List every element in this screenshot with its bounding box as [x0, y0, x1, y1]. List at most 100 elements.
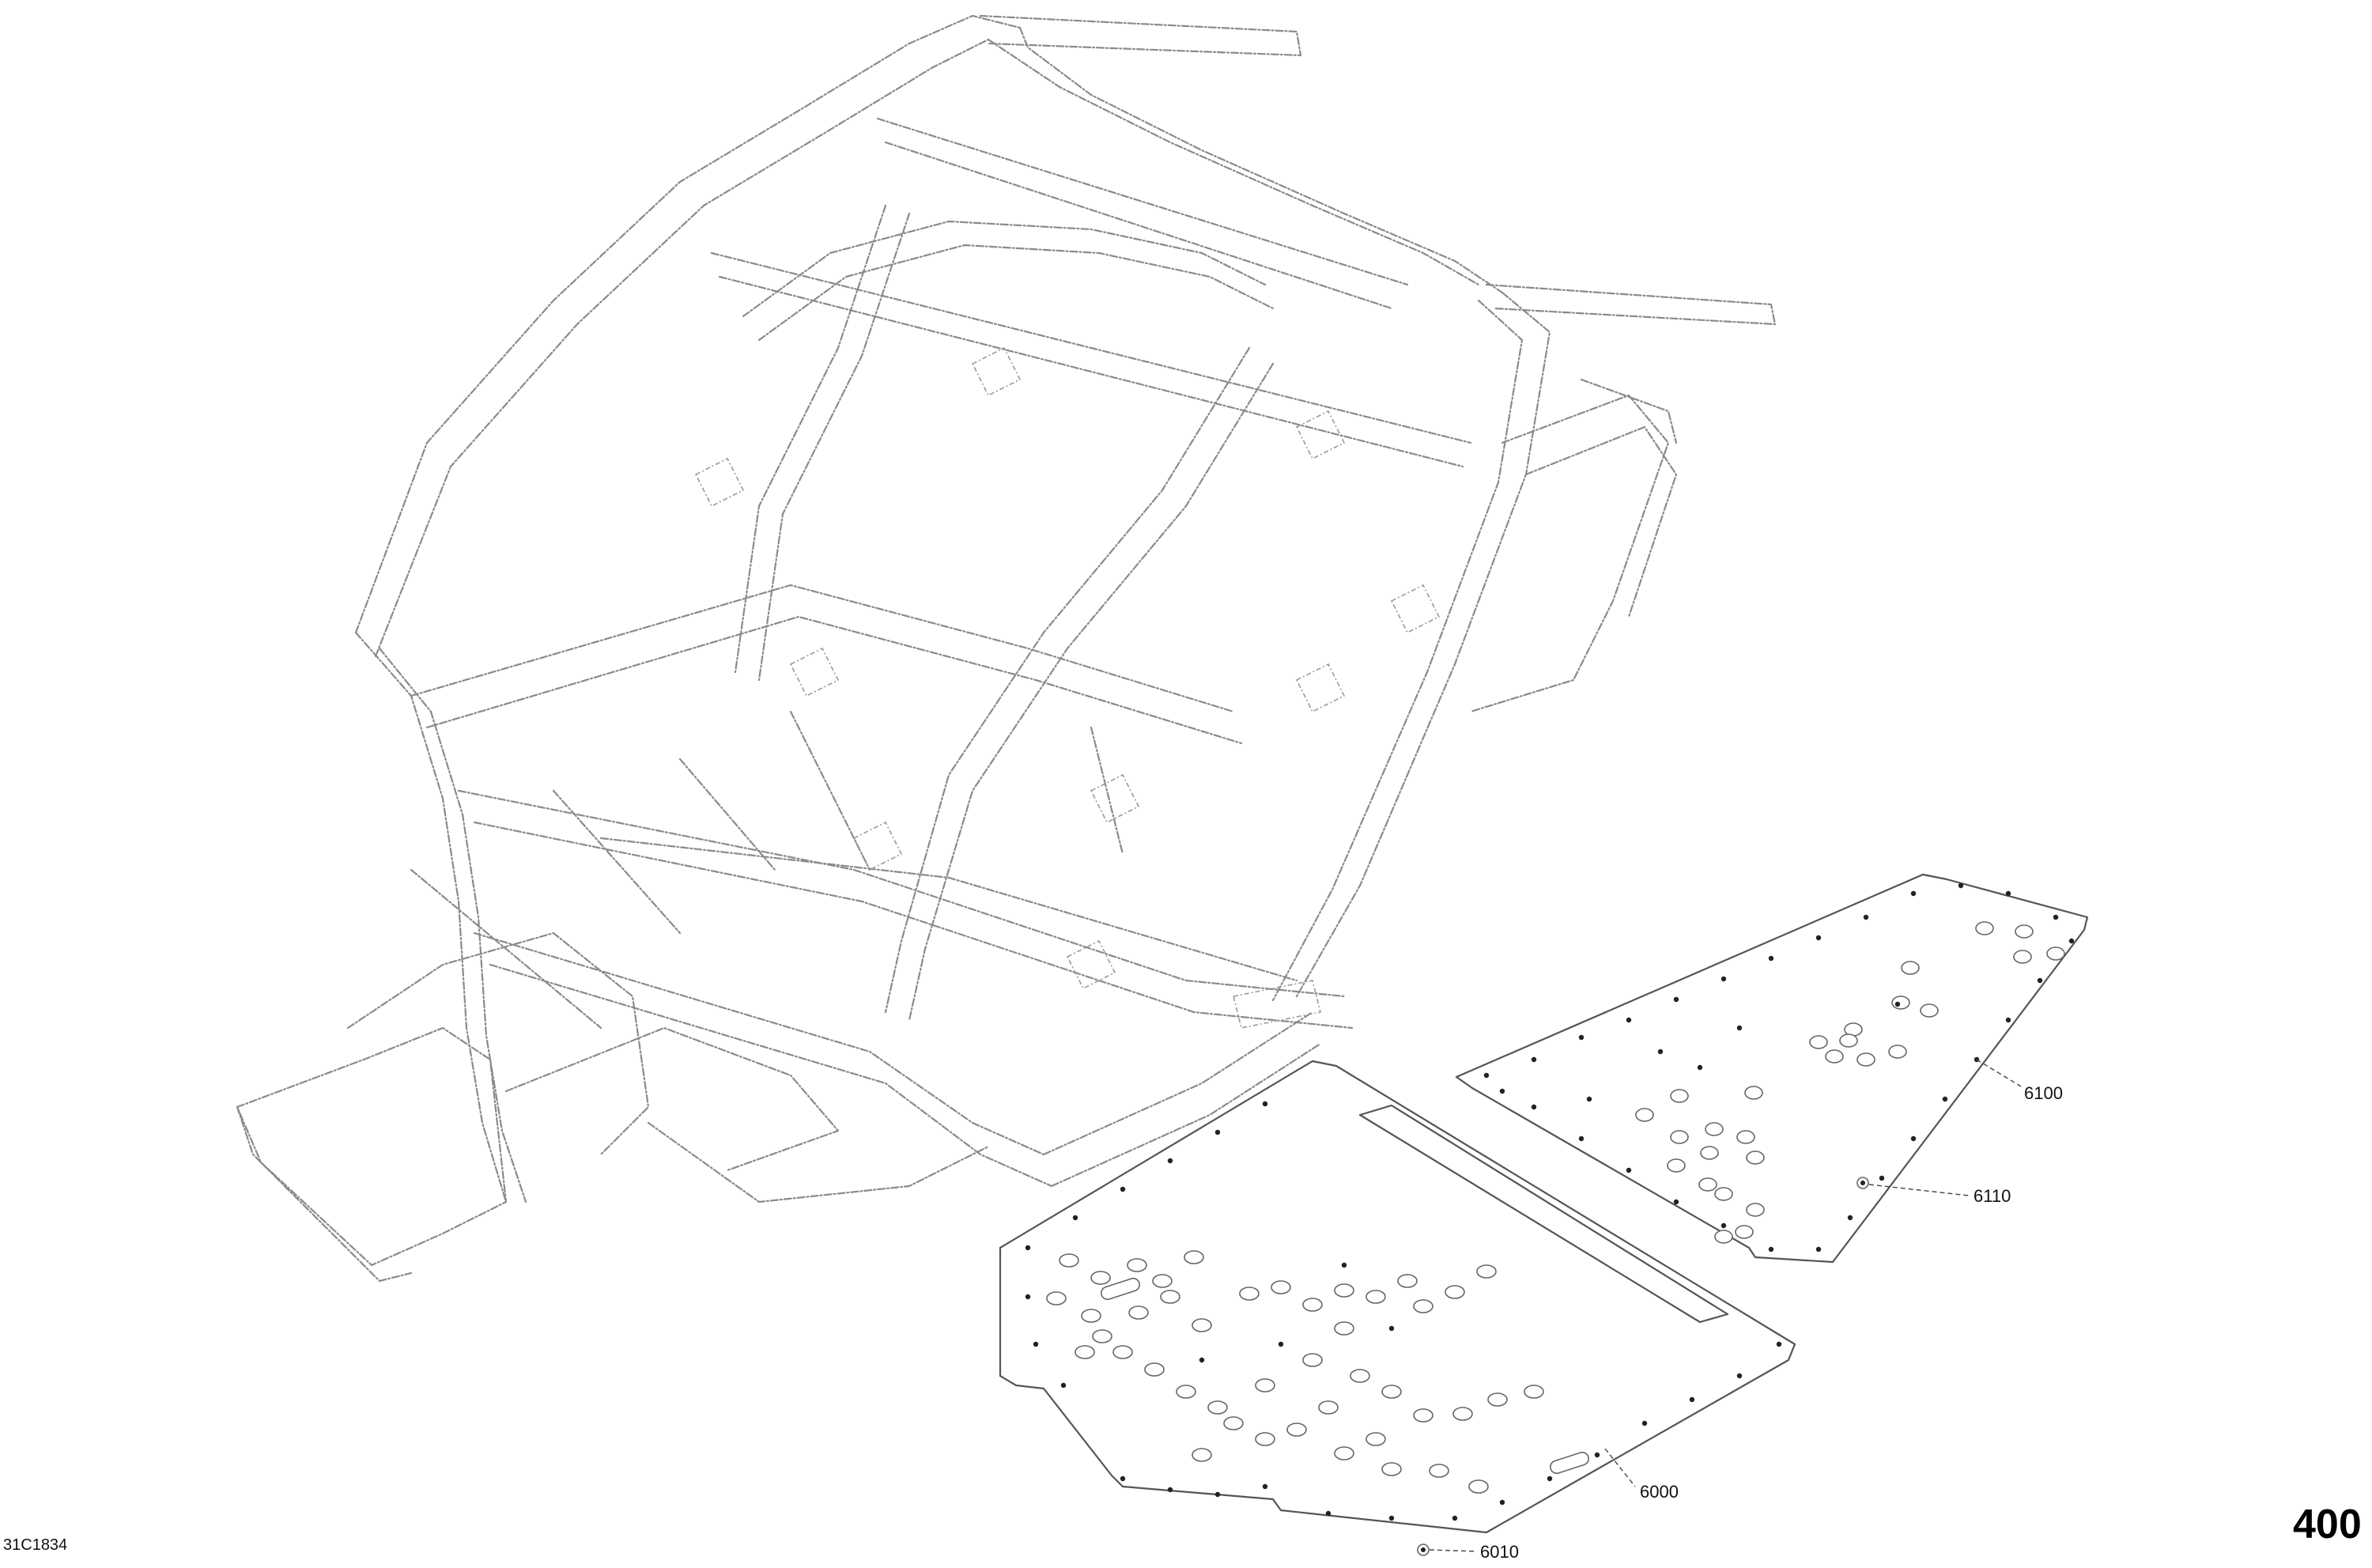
plate-hole	[1714, 1187, 1733, 1201]
bolt-hole	[1388, 1515, 1395, 1521]
plate-hole	[1487, 1392, 1508, 1407]
plate-hole	[1839, 1033, 1858, 1048]
plate-hole	[1429, 1464, 1449, 1478]
plate-hole	[2015, 924, 2034, 939]
page-number: 400	[2293, 1502, 2362, 1547]
bolt-hole	[1673, 996, 1679, 1003]
plate-hole	[1975, 921, 1994, 935]
plate-hole	[1334, 1283, 1354, 1298]
bolt-hole	[1720, 976, 1727, 982]
bolt-hole	[1452, 1515, 1458, 1521]
bolt-hole	[1768, 955, 1774, 962]
callout-6100: 6100	[2024, 1083, 2063, 1103]
bolt-hole	[1641, 1420, 1648, 1426]
bolt-hole	[1199, 1357, 1205, 1363]
bolt-hole	[1341, 1262, 1347, 1268]
plate-hole	[1144, 1362, 1165, 1377]
plate-hole	[1891, 996, 1910, 1010]
plate-hole	[1670, 1130, 1689, 1144]
plate-hole	[1255, 1432, 1275, 1446]
plate-hole	[1746, 1203, 1765, 1217]
bolt-hole	[1815, 1246, 1822, 1253]
plate-holes	[1025, 882, 2075, 1521]
plate-hole	[1160, 1290, 1180, 1304]
plate-hole	[1271, 1280, 1291, 1294]
plate-hole	[1445, 1285, 1465, 1299]
bolt-hole	[1776, 1341, 1782, 1347]
plate-hole	[1081, 1309, 1101, 1323]
plate-hole	[1746, 1150, 1765, 1165]
bolt-hole	[1072, 1215, 1078, 1221]
plate-hole	[1127, 1258, 1147, 1272]
bolt-hole	[2037, 977, 2043, 984]
plate-hole	[1152, 1274, 1173, 1288]
bolt-hole	[1214, 1491, 1221, 1498]
plate-hole	[1075, 1345, 1095, 1359]
bolt-hole	[1768, 1246, 1774, 1253]
bolt-hole	[1720, 1222, 1727, 1229]
bolt-hole	[1025, 1245, 1031, 1251]
bolt-hole	[1167, 1158, 1173, 1164]
plate-hole	[1735, 1225, 1754, 1239]
bolt-hole	[1388, 1325, 1395, 1332]
plate-hole	[1705, 1122, 1724, 1136]
bolt-hole	[1120, 1475, 1126, 1482]
bolt-hole	[1483, 1072, 1490, 1079]
bolt-hole	[1673, 1199, 1679, 1205]
skid-plate-6000	[999, 1060, 1796, 1534]
plate-hole	[1112, 1345, 1133, 1359]
plate-hole	[1302, 1353, 1323, 1367]
bolt-hole	[1958, 882, 1964, 889]
plate-hole	[1397, 1274, 1418, 1288]
bolt-hole	[1594, 1452, 1600, 1458]
bolt-hole	[2053, 914, 2059, 920]
bolt-hole	[1626, 1167, 1632, 1173]
bolt-hole	[1626, 1017, 1632, 1023]
bolt-hole	[1262, 1483, 1268, 1490]
bolt-hole	[1910, 1135, 1917, 1142]
plate-hole	[1223, 1416, 1244, 1430]
plate-hole	[1334, 1446, 1354, 1460]
bolt-hole	[1278, 1341, 1284, 1347]
plate-hole	[1176, 1385, 1196, 1399]
callout-6010: 6010	[1480, 1542, 1519, 1562]
plate-hole	[2046, 946, 2065, 961]
bolt-hole	[1736, 1025, 1743, 1031]
bolt-hole	[2005, 890, 2011, 897]
bolt-hole	[1586, 1096, 1592, 1102]
drawing-number: 31C1834	[3, 1536, 67, 1554]
plate-hole	[1255, 1378, 1275, 1392]
plate-hole	[1809, 1035, 1828, 1049]
bolt-hole	[1942, 1096, 1948, 1102]
plate-hole	[1090, 1271, 1111, 1285]
bolt-hole	[1120, 1186, 1126, 1192]
plate-hole	[1059, 1253, 1079, 1268]
plate-hole	[2013, 950, 2032, 964]
plate-hole	[1184, 1250, 1204, 1264]
bolt-hole	[1815, 935, 1822, 941]
bolt-hole	[1531, 1056, 1537, 1063]
bolt-hole	[1697, 1064, 1703, 1071]
bolt-hole	[1499, 1088, 1505, 1094]
plate-hole	[1381, 1462, 1402, 1476]
plate-hole	[1524, 1385, 1544, 1399]
plate-hole	[1302, 1298, 1323, 1312]
bolt-hole	[1689, 1396, 1695, 1403]
bolt-hole	[1499, 1499, 1505, 1506]
plate-hole	[1192, 1318, 1212, 1332]
plate-hole	[1714, 1230, 1733, 1244]
bolt-hole	[1025, 1294, 1031, 1300]
plate-hole	[1452, 1407, 1473, 1421]
plate-hole	[1286, 1423, 1307, 1437]
bolt-hole	[1033, 1341, 1039, 1347]
leader-6000	[1604, 1448, 1636, 1487]
bolt-hole	[1262, 1101, 1268, 1107]
bolt-hole	[1879, 1175, 1885, 1181]
plate-hole	[1856, 1052, 1875, 1067]
bolt-hole	[1167, 1487, 1173, 1493]
fastener-6110	[1856, 1177, 1869, 1189]
bolt-hole	[1910, 890, 1917, 897]
plate-hole	[1350, 1369, 1370, 1383]
fastener-6010	[1417, 1543, 1430, 1556]
plate-hole	[1667, 1158, 1686, 1173]
